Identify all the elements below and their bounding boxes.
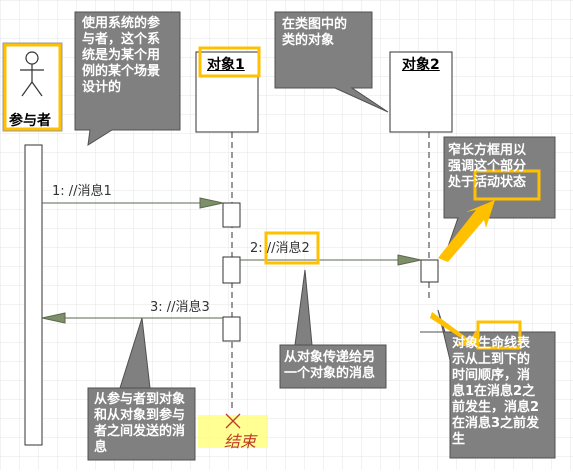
- message1-arrowhead: [199, 197, 224, 209]
- activation-note-text: 窄长方框用以 强调这个部分 处于活动状态: [448, 143, 527, 190]
- message-note-text: 从对象传递给另 一个对象的消息: [284, 350, 376, 381]
- yellow-arrow-activation-icon: [438, 200, 495, 262]
- object2-box: [389, 51, 453, 133]
- object1-label: 对象1: [207, 57, 245, 73]
- message3-label: 3: //消息3: [150, 300, 210, 315]
- activation-note-highlight: [473, 169, 541, 201]
- message2-arrowhead: [397, 254, 422, 266]
- yellow-arrow-lifeline-icon: [430, 312, 478, 346]
- lifeline-note-highlight: [476, 320, 522, 350]
- object1-activation-3: [222, 316, 241, 342]
- actor-message-note-text: 从参与者到对象 和从对象到参与 者之间发送的消 息: [94, 392, 186, 455]
- actor-highlight: [3, 43, 62, 131]
- note-class-object: [274, 11, 389, 113]
- object1-activation-2: [222, 256, 241, 284]
- actor-stick-figure-icon: [20, 51, 44, 97]
- note-message: [279, 269, 387, 389]
- message1-label: 1: //消息1: [52, 184, 112, 199]
- message2-label: 2: //消息2: [250, 241, 310, 256]
- object1-highlight: [198, 46, 261, 78]
- message3-arrowhead: [41, 312, 66, 324]
- actor-note-text: 使用系统的参 与者，这个系 统是为某个用 例的某个场景 设计的: [82, 16, 161, 95]
- object1-activation-1: [222, 202, 241, 228]
- actor-activation-bar: [24, 144, 43, 446]
- object1-box: [195, 51, 259, 133]
- note-actor: [74, 11, 181, 146]
- message2-highlight: [264, 231, 320, 265]
- object2-activation: [420, 259, 439, 283]
- handwritten-end-text: 结束: [224, 432, 257, 451]
- note-actor-message: [87, 317, 196, 461]
- actor-label: 参与者: [9, 113, 51, 129]
- class-object-note-text: 在类图中的 类的对象: [282, 17, 348, 48]
- destroy-x-icon: [225, 413, 241, 429]
- lifeline-note-text: 对象生命线表 示从上到下的 时间顺序，消 息1在消息2之 前发生，消息2 在消息…: [452, 336, 540, 447]
- object2-label: 对象2: [402, 57, 440, 73]
